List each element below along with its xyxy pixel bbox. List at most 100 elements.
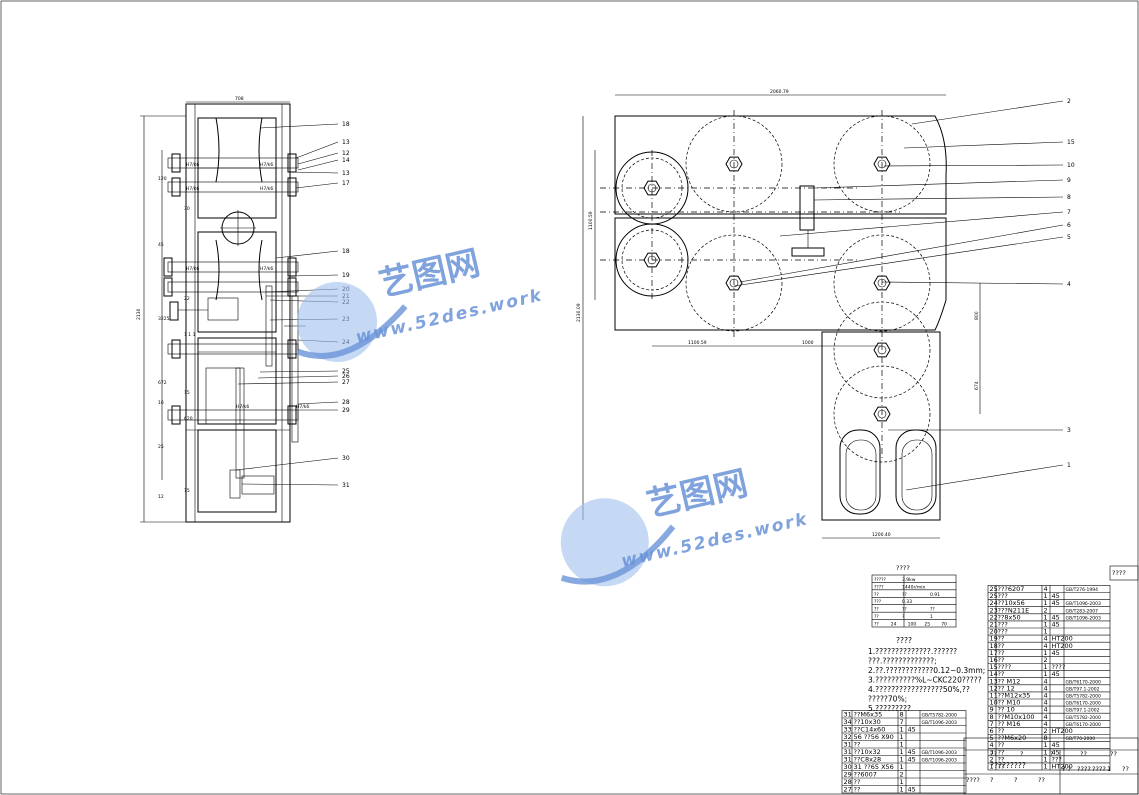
parts-cell: 1 [1044, 621, 1048, 629]
parts-cell: 45 [908, 756, 916, 764]
tolerance-label: H7/k6 [186, 266, 199, 272]
left-small-dim: 30 [184, 206, 190, 212]
parts-cell: GB/T6170-2000 [1066, 679, 1102, 685]
spec-title: ???? [896, 564, 910, 572]
parts-cell: ??10x56 [998, 599, 1025, 607]
watermark-globe-icon [297, 281, 378, 362]
parts-cell: 2 [1044, 727, 1048, 735]
tolerance-label: H7/k6 [260, 162, 273, 168]
parts-cell: 1 [990, 763, 994, 771]
parts-cell: ?? [998, 656, 1005, 664]
spec-cell: ?? [874, 607, 879, 613]
parts-cell: 1 [1044, 592, 1048, 600]
parts-cell: 25 [990, 585, 998, 593]
parts-cell: 1 [1044, 748, 1048, 756]
parts-cell: 4 [1044, 713, 1048, 721]
spec-cell: ???? [874, 584, 884, 590]
spec-cell: ????? [874, 577, 887, 583]
note-line: 4.?????????????????50%,?? [868, 685, 970, 694]
parts-cell: 1 [900, 756, 904, 764]
tolerance-label: H7/k6 [236, 404, 249, 410]
parts-cell: 9 [990, 706, 994, 714]
right-callout: 8 [1067, 194, 1071, 201]
parts-cell: 1 [1044, 755, 1048, 763]
parts-cell: HT200 [1052, 635, 1073, 643]
parts-cell: GB/T1096-2003 [922, 720, 958, 726]
parts-cell: 1 [1044, 663, 1048, 671]
parts-cell: 7 [900, 718, 904, 726]
parts-cell: 45 [1052, 592, 1060, 600]
hex-nut-icon [725, 275, 743, 291]
parts-cell: 45 [908, 726, 916, 734]
parts-cell: 1 [1044, 613, 1048, 621]
title-header: ???? [1112, 569, 1126, 577]
left-small-dim: 22 [184, 296, 190, 302]
spec-cell: 1 [930, 614, 933, 620]
tolerance-label: H7/k6 [260, 186, 273, 192]
right-callout: 10 [1067, 162, 1075, 169]
note-line: 1.??????????????.?????? [868, 647, 957, 656]
left-callout: 12 [342, 150, 350, 157]
hex-nut-icon [873, 406, 891, 422]
spec-table: ???? ?????3.9kw????1440r/min????0.91???0… [871, 564, 957, 628]
parts-cell: 6 [990, 727, 994, 735]
right-dim-r2: 674 [974, 381, 980, 390]
spec-cell: ? [902, 614, 905, 620]
parts-cell: 18 [990, 642, 998, 650]
parts-cell: 12 [990, 684, 998, 692]
parts-cell: ??? [998, 592, 1008, 600]
spec-cell: ?? [930, 607, 935, 613]
watermark-globe-icon [560, 498, 649, 587]
left-callout: 28 [342, 399, 350, 406]
parts-cell: 2 [900, 771, 904, 779]
left-callout: 19 [342, 272, 350, 279]
spec-cell: 0.91 [930, 592, 940, 598]
hex-nut-icon [873, 275, 891, 291]
left-small-dim: 672 [158, 380, 167, 386]
parts-cell: ??10x32 [854, 748, 881, 756]
left-callout: 18 [342, 248, 350, 255]
parts-cell: ??M10x100 [998, 713, 1035, 721]
parts-cell: ?? [998, 727, 1005, 735]
parts-cell: HT200 [1052, 727, 1073, 735]
parts-cell: 2 [1044, 656, 1048, 664]
spec-cell: 24 [891, 622, 897, 628]
parts-cell: ?? 10 [998, 706, 1015, 714]
parts-cell: 45 [1052, 748, 1060, 756]
left-callout: 31 [342, 482, 350, 489]
parts-cell: 4 [990, 741, 994, 749]
parts-cell: 45 [1052, 621, 1060, 629]
spec-cell: 25 [924, 622, 930, 628]
left-small-dim: 15 [184, 488, 190, 494]
parts-cell: ???? [1052, 663, 1066, 671]
left-small-dim: 620 [184, 416, 193, 422]
parts-cell: 45 [1052, 741, 1060, 749]
right-callout: 7 [1067, 209, 1071, 216]
parts-cell: 34 [844, 718, 852, 726]
spec-cell: 70 [941, 622, 947, 628]
parts-cell: 30 [844, 763, 852, 771]
left-small-dim: 120 [158, 176, 167, 182]
title-block: ?????????????????????? ?????????1???????… [963, 565, 1139, 795]
stand-housing [821, 331, 941, 521]
left-callout: 13 [342, 139, 350, 146]
front-view: 2060.79 2130.09 1100.59 1100.59 1000 800… [576, 89, 1075, 539]
parts-cell: 1 [900, 733, 904, 741]
parts-cell: 1 [900, 763, 904, 771]
left-frame [185, 103, 291, 523]
parts-cell: 1 [900, 741, 904, 749]
parts-cell: 31 [844, 748, 852, 756]
title-cell: ?? [1110, 750, 1117, 758]
parts-cell: 33 [844, 726, 852, 734]
parts-cell: 27 [844, 786, 852, 794]
parts-cell: ??? [998, 621, 1008, 629]
right-dim-height: 2130.09 [576, 303, 582, 322]
parts-cell: 8 [900, 711, 904, 719]
parts-cell: 3 [990, 748, 994, 756]
left-small-dim: 1 1 1 [184, 332, 196, 338]
spec-cell: ?? [874, 592, 879, 598]
spec-cell: ?? [902, 607, 907, 613]
note-line: ?????70%; [868, 695, 907, 704]
parts-cell: 45 [1052, 599, 1060, 607]
